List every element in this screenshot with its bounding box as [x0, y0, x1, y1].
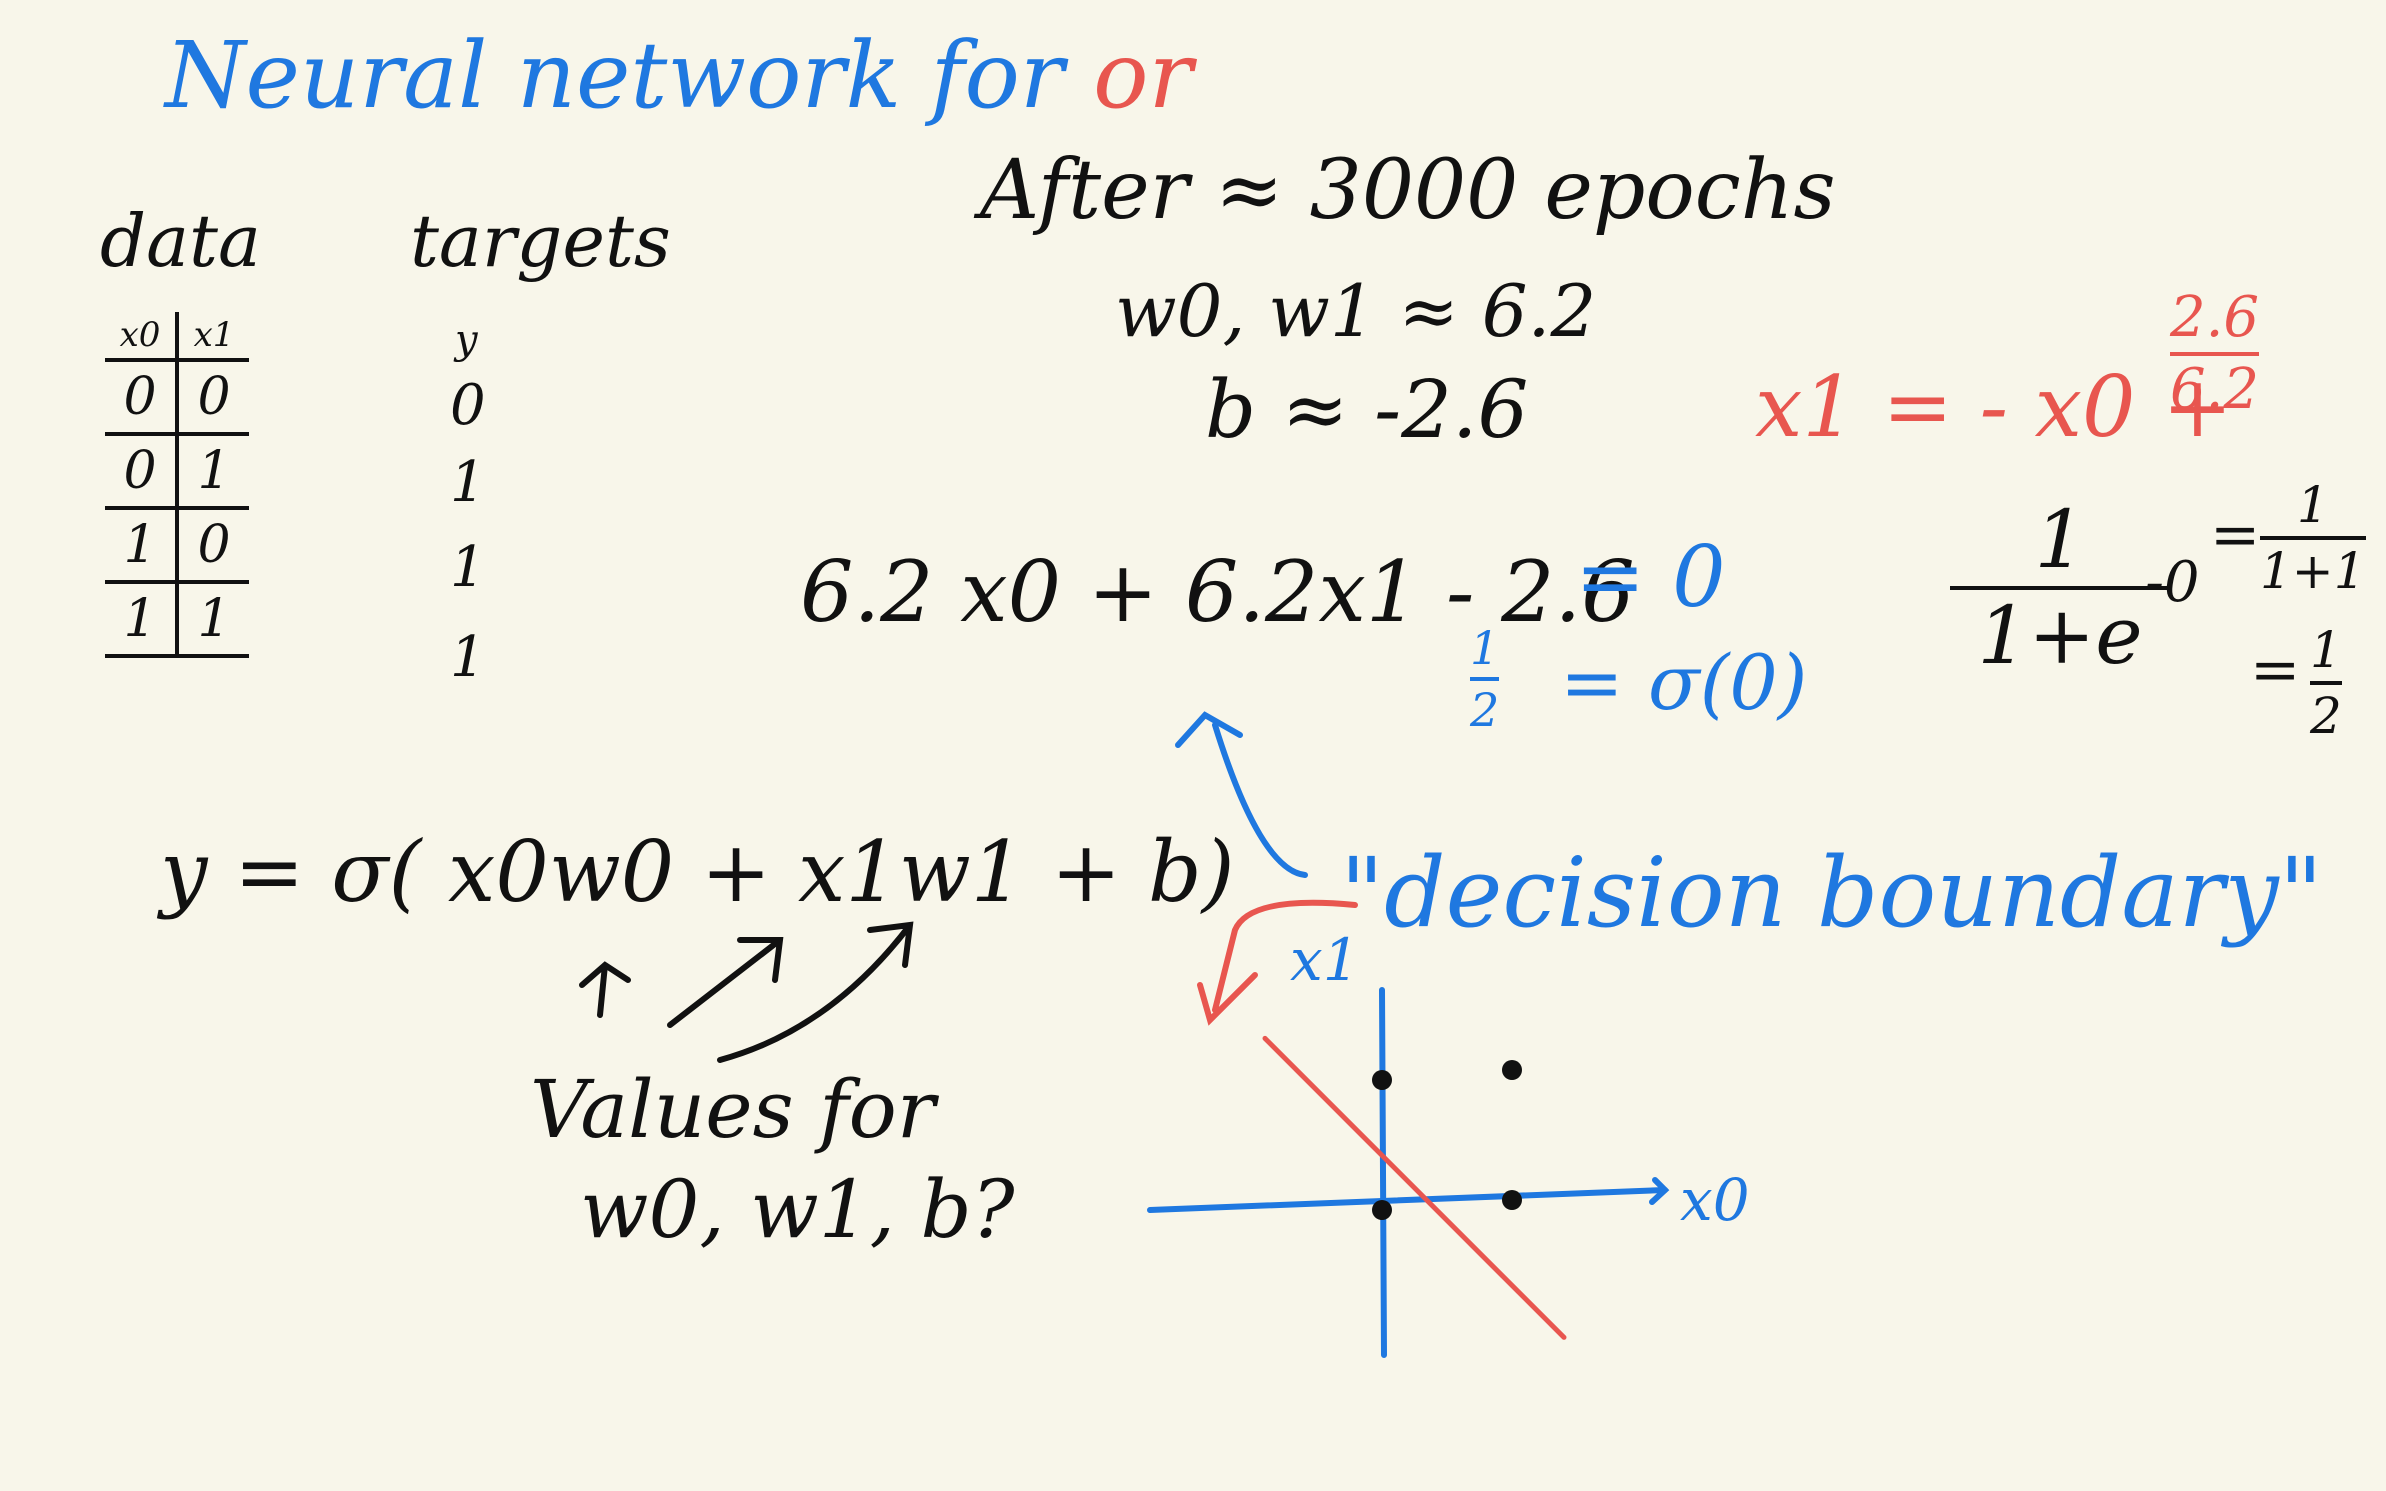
- solved-boundary: x1 = - x0 +: [1755, 358, 2233, 456]
- training-weights: w0, w1 ≈ 6.2: [1115, 269, 1597, 353]
- half-numerator: 1: [2310, 621, 2342, 679]
- cell-x0: 0: [105, 434, 179, 510]
- model-equation: y = σ( x0w0 + x1w1 + b): [160, 823, 1235, 921]
- target-value: 1: [450, 535, 486, 600]
- training-after: After ≈ 3000 epochs: [980, 143, 1836, 238]
- table-header-row: x0 x1: [105, 312, 249, 362]
- cell-x1: 1: [177, 434, 249, 510]
- sigmoid-equals-1: =: [2210, 500, 2261, 570]
- solved-denominator: 6.2: [2170, 357, 2260, 422]
- target-value: 0: [450, 373, 486, 438]
- solved-numerator: 2.6: [2170, 285, 2260, 350]
- boundary-line: [1262, 1035, 1567, 1340]
- title-text: Neural network for: [165, 22, 1064, 129]
- page-title: Neural network for or: [165, 30, 1193, 122]
- cell-x0: 1: [105, 508, 179, 584]
- table-row: 1 0: [105, 508, 249, 584]
- data-point: [1372, 1070, 1392, 1090]
- mid-numerator: 1: [2296, 476, 2329, 534]
- fraction-bar: [2170, 352, 2260, 356]
- cell-x0: 1: [105, 582, 179, 658]
- arrow-to-w1: [667, 937, 784, 1028]
- table-row: 0 0: [105, 360, 249, 436]
- boundary-equation-rhs: = 0: [1575, 528, 1726, 626]
- arrow-label-to-line: [1197, 899, 1358, 1026]
- half-denominator: 2: [1470, 683, 1500, 737]
- x0-axis: [1147, 1187, 1668, 1213]
- fraction-bar: [1950, 586, 2170, 590]
- arrow-to-b: [717, 921, 914, 1063]
- training-bias: b ≈ -2.6: [1205, 363, 1529, 456]
- data-point: [1502, 1060, 1522, 1080]
- sigmoid-half-fraction: 1 2: [2310, 625, 2342, 741]
- plot-x-axis-label: x0: [1680, 1166, 1750, 1234]
- boundary-equation: 6.2 x0 + 6.2x1 - 2.6: [800, 543, 1635, 641]
- x0-axis-arrowhead: [1649, 1177, 1670, 1205]
- decision-boundary-plot: [1147, 987, 1670, 1358]
- fraction-bar: [2260, 536, 2366, 540]
- cell-x1: 0: [177, 360, 249, 436]
- sigmoid-denominator: 1+e: [1977, 589, 2143, 682]
- question-line-1: Values for: [530, 1063, 936, 1156]
- arrow-label-to-equation: [1175, 711, 1308, 878]
- x1-axis: [1379, 987, 1387, 1358]
- mid-denominator: 1+1: [2260, 542, 2366, 600]
- sigmoid-equals-2: =: [2250, 635, 2301, 705]
- target-column-header: y: [455, 317, 478, 363]
- sigmoid-numerator: 1: [2034, 493, 2086, 586]
- target-value: 1: [450, 625, 486, 690]
- targets-label: targets: [410, 199, 671, 283]
- title-highlight: or: [1093, 22, 1193, 129]
- fraction-bar: [1470, 677, 1500, 681]
- data-point: [1372, 1200, 1392, 1220]
- cell-x0: 0: [105, 360, 179, 436]
- sigmoid-exponent: -0: [2145, 550, 2200, 615]
- decision-boundary-label: "decision boundary": [1340, 837, 2323, 949]
- cell-x1: 0: [177, 508, 249, 584]
- half-rhs: = σ(0): [1560, 638, 1808, 727]
- arrow-to-w0: [579, 961, 631, 1018]
- column-x1: x1: [177, 312, 249, 362]
- sigmoid-mid-fraction: 1 1+1: [2260, 480, 2366, 596]
- question-line-2: w0, w1, b?: [580, 1163, 1015, 1256]
- data-table: x0 x1 0 0 0 1 1 0 1 1: [105, 312, 249, 658]
- solved-fraction: 2.6 6.2: [2170, 285, 2260, 422]
- column-x0: x0: [105, 312, 179, 362]
- cell-x1: 1: [177, 582, 249, 658]
- plot-y-axis-label: x1: [1290, 926, 1360, 994]
- data-point: [1502, 1190, 1522, 1210]
- table-row: 0 1: [105, 434, 249, 510]
- fraction-bar: [2310, 681, 2342, 685]
- data-label: data: [100, 199, 261, 283]
- half-denominator: 2: [2310, 687, 2342, 745]
- table-row: 1 1: [105, 582, 249, 658]
- target-value: 1: [450, 450, 486, 515]
- half-numerator: 1: [1470, 621, 1500, 675]
- sigmoid-fraction: 1 1+e: [1950, 500, 2170, 676]
- half-fraction: 1 2: [1470, 621, 1500, 737]
